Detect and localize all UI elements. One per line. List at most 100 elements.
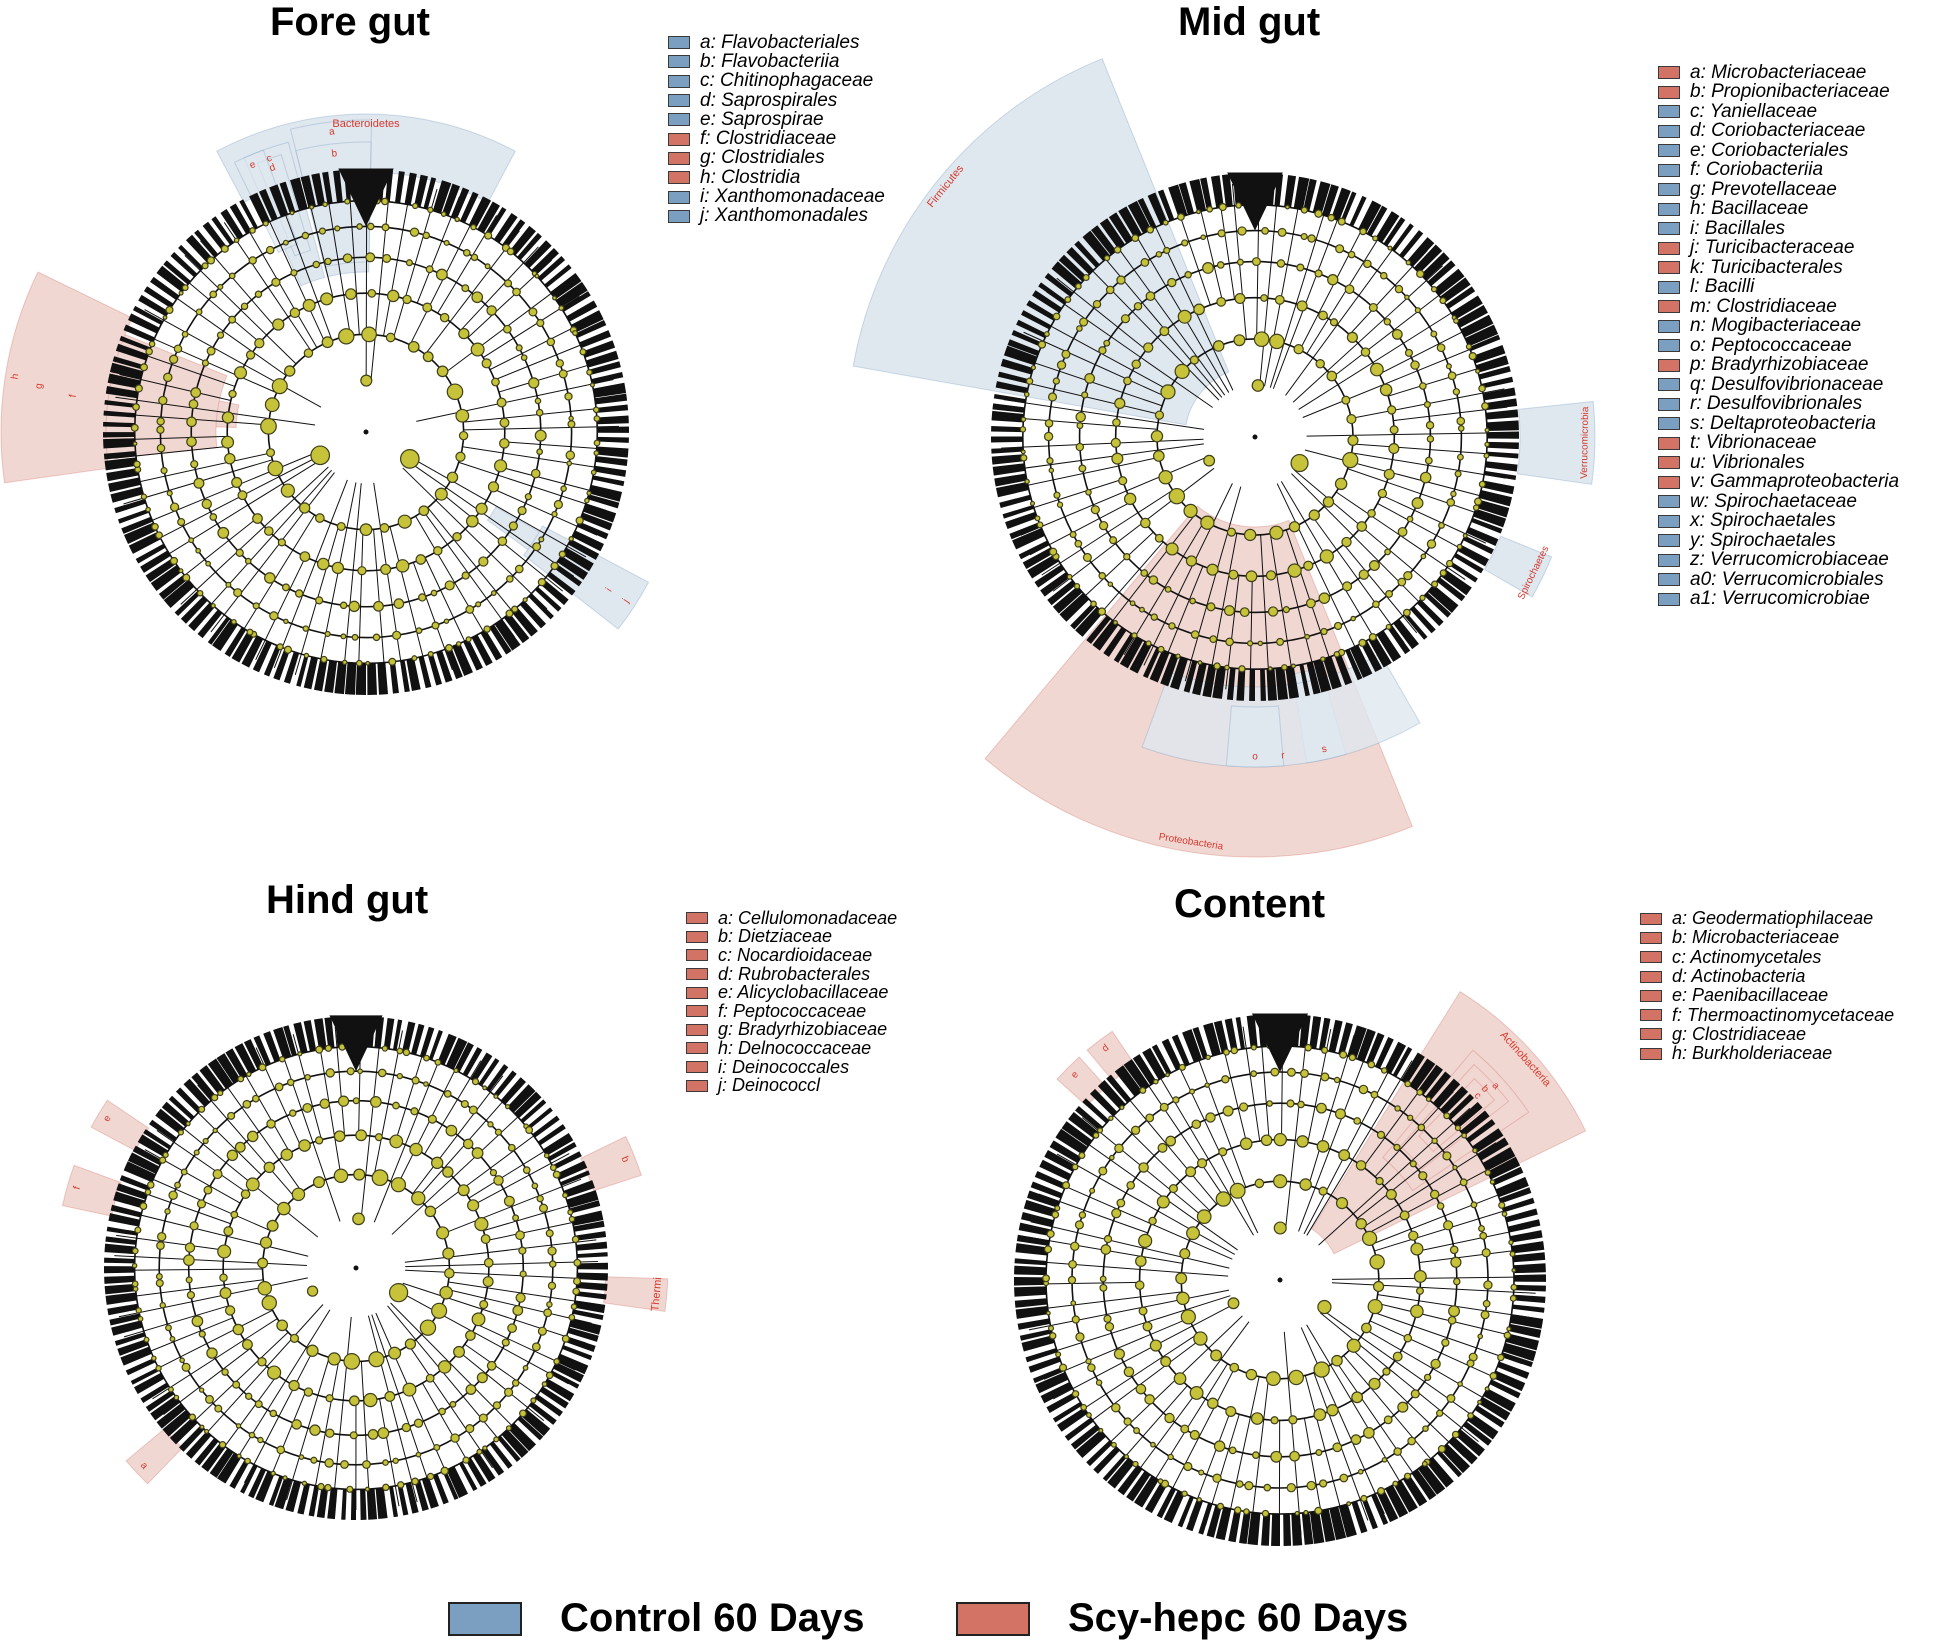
branch bbox=[1269, 194, 1331, 388]
taxon-node bbox=[1228, 569, 1239, 580]
taxon-node bbox=[289, 1333, 300, 1343]
legend-text: a: Flavobacteriales bbox=[700, 31, 860, 53]
legend-swatch bbox=[1658, 495, 1680, 509]
leaf-wedge bbox=[178, 244, 204, 271]
leaf-wedge bbox=[113, 1191, 146, 1209]
taxon-node bbox=[1205, 1054, 1211, 1061]
taxon-node bbox=[1375, 1176, 1384, 1186]
branch bbox=[210, 472, 335, 633]
taxon-node bbox=[1416, 269, 1425, 279]
taxon-node bbox=[1478, 384, 1486, 393]
leaf-wedge bbox=[316, 1486, 329, 1519]
leaf-wedge bbox=[1428, 585, 1459, 613]
taxon-node bbox=[219, 1287, 232, 1300]
leaf-wedge bbox=[283, 651, 300, 684]
taxon-node bbox=[1086, 1412, 1092, 1418]
taxon-node bbox=[235, 548, 244, 557]
taxon-node bbox=[1300, 206, 1308, 214]
branch bbox=[1105, 230, 1226, 396]
taxon-node bbox=[1212, 340, 1225, 352]
taxon-node bbox=[357, 566, 367, 576]
taxon-node bbox=[1286, 1099, 1295, 1108]
legend-item: q: Desulfovibrionaceae bbox=[1658, 374, 1899, 395]
taxon-node bbox=[1213, 662, 1221, 670]
taxon-node bbox=[1410, 1304, 1424, 1319]
taxon-node bbox=[1138, 1233, 1153, 1248]
leaf-wedge bbox=[1066, 246, 1094, 275]
legend-swatch bbox=[668, 55, 690, 69]
taxon-node bbox=[502, 324, 512, 334]
taxon-node bbox=[1090, 505, 1100, 515]
leaf-wedge bbox=[1047, 580, 1077, 606]
legend-text: s: Deltaproteobacteria bbox=[1690, 412, 1876, 434]
taxon-node bbox=[1478, 1225, 1485, 1232]
leaf-wedge bbox=[1406, 237, 1435, 267]
taxon-node bbox=[331, 561, 345, 575]
leaf-wedge bbox=[103, 432, 135, 438]
taxon-node bbox=[433, 546, 443, 556]
taxon-node bbox=[522, 597, 528, 603]
taxon-node bbox=[514, 564, 524, 574]
taxon-node bbox=[310, 445, 331, 466]
taxon-node bbox=[1135, 1255, 1147, 1268]
branch bbox=[1029, 501, 1132, 556]
taxon-node bbox=[1226, 527, 1237, 537]
leaf-wedge bbox=[1000, 358, 1034, 375]
taxon-node bbox=[462, 248, 471, 257]
leaf-wedge bbox=[471, 634, 493, 666]
branch bbox=[1020, 456, 1208, 536]
branch bbox=[1070, 1131, 1238, 1251]
leaf-wedge bbox=[178, 1425, 205, 1452]
legend-swatch bbox=[1640, 1009, 1662, 1022]
taxon-node bbox=[1075, 282, 1082, 290]
taxon-node bbox=[1078, 1151, 1086, 1160]
taxon-node bbox=[1286, 1482, 1297, 1493]
taxon-node bbox=[1238, 665, 1246, 673]
taxon-node bbox=[195, 308, 203, 316]
taxon-node bbox=[1456, 416, 1466, 426]
leaf-wedge bbox=[493, 212, 518, 244]
taxon-node bbox=[1394, 284, 1404, 294]
taxon-node bbox=[555, 359, 565, 368]
branch bbox=[1195, 189, 1224, 302]
branch bbox=[286, 1357, 330, 1500]
taxon-node bbox=[536, 448, 544, 456]
taxon-node bbox=[327, 1352, 341, 1366]
leaf-wedge bbox=[308, 1485, 320, 1517]
leaf-wedge bbox=[1360, 640, 1383, 673]
leaf-wedge bbox=[1368, 635, 1392, 668]
leaf-wedge bbox=[241, 635, 264, 668]
taxon-node bbox=[324, 257, 332, 266]
taxon-node bbox=[1270, 1416, 1279, 1425]
taxon-node bbox=[1307, 234, 1316, 243]
taxon-node bbox=[1235, 202, 1242, 209]
taxon-node bbox=[1273, 1174, 1288, 1189]
leaf-wedge bbox=[411, 1023, 425, 1055]
taxon-node bbox=[1176, 1291, 1190, 1306]
leaf-wedge bbox=[406, 658, 421, 691]
taxon-node bbox=[1356, 521, 1368, 532]
branch bbox=[398, 1291, 569, 1385]
taxon-node bbox=[593, 450, 600, 456]
taxon-node bbox=[1484, 1169, 1492, 1176]
taxon-node bbox=[257, 1357, 267, 1367]
taxon-node bbox=[474, 1217, 489, 1232]
taxon-node bbox=[369, 1096, 382, 1108]
branch bbox=[115, 1279, 264, 1300]
leaf-wedge bbox=[543, 1378, 575, 1402]
branch bbox=[370, 180, 391, 381]
taxon-node bbox=[452, 532, 462, 542]
leaf-wedge bbox=[1200, 177, 1213, 210]
taxon-node bbox=[264, 397, 280, 413]
taxon-node bbox=[252, 602, 260, 610]
branch bbox=[127, 1186, 231, 1225]
taxon-node bbox=[269, 611, 279, 621]
leaf-wedge bbox=[418, 656, 432, 689]
leaf-wedge bbox=[109, 362, 143, 380]
leaf-wedge bbox=[556, 1353, 589, 1375]
leaf-wedge bbox=[1086, 615, 1111, 644]
taxon-node bbox=[196, 589, 204, 597]
taxon-node bbox=[372, 633, 381, 642]
taxon-node bbox=[1449, 1245, 1459, 1255]
taxon-node bbox=[422, 351, 434, 363]
